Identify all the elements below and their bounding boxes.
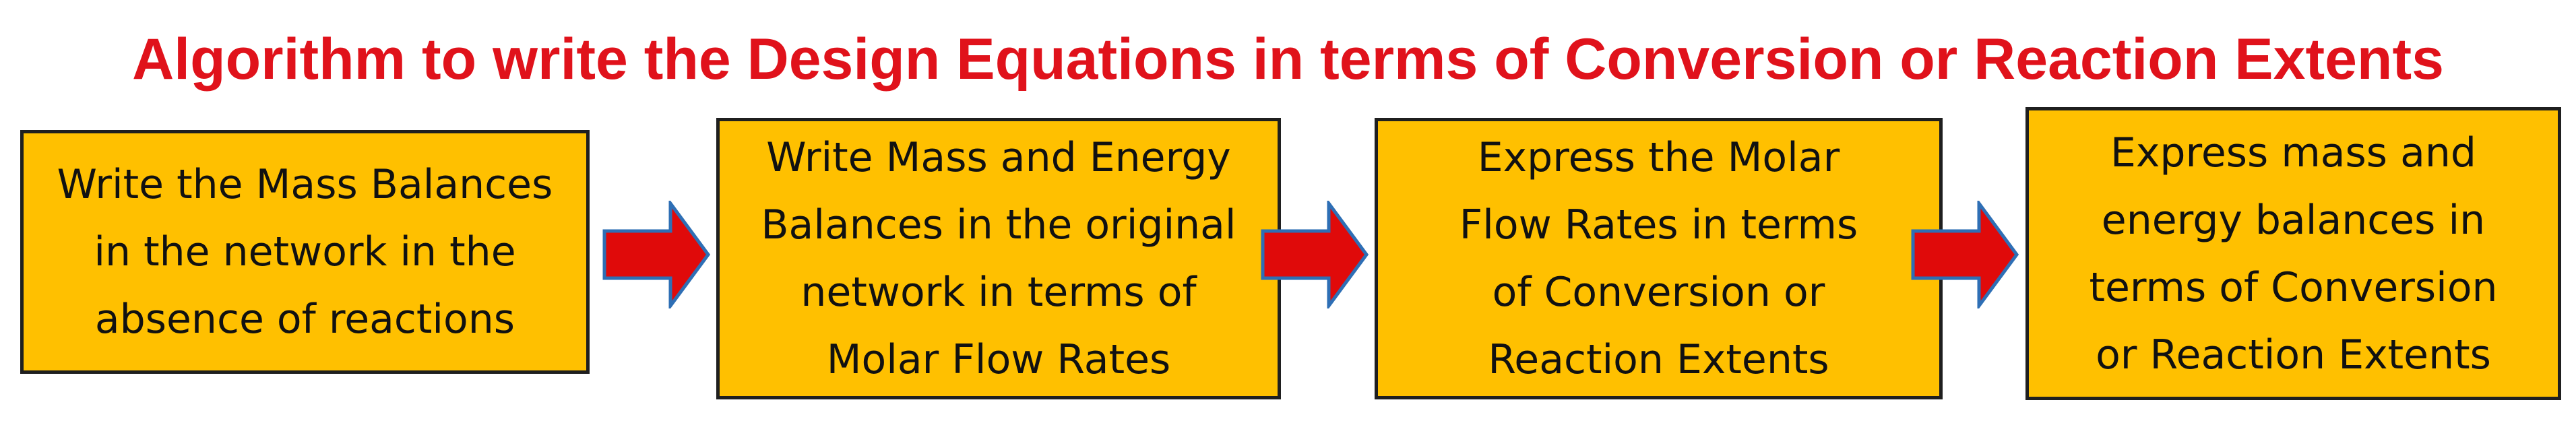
step-3-line-1: Express the Molar — [1477, 134, 1840, 181]
step-3-text: Express the Molar Flow Rates in terms of… — [1459, 124, 1858, 393]
step-1-line-2: in the network in the — [94, 228, 516, 275]
step-2-line-2: Balances in the original — [761, 201, 1236, 249]
right-arrow-icon — [1261, 201, 1369, 308]
step-2-line-1: Write Mass and Energy — [766, 134, 1231, 181]
step-2-box: Write Mass and Energy Balances in the or… — [716, 118, 1281, 399]
step-4-line-2: energy balances in — [2101, 196, 2486, 244]
step-2-line-4: Molar Flow Rates — [826, 336, 1171, 383]
right-arrow-icon — [1911, 201, 2019, 308]
step-2-text: Write Mass and Energy Balances in the or… — [761, 124, 1236, 393]
step-1-box: Write the Mass Balances in the network i… — [20, 130, 590, 374]
step-4-line-1: Express mass and — [2110, 129, 2477, 176]
step-3-line-4: Reaction Extents — [1488, 336, 1829, 383]
step-4-line-3: terms of Conversion — [2089, 263, 2498, 311]
step-1-text: Write the Mass Balances in the network i… — [57, 151, 553, 353]
step-3-box: Express the Molar Flow Rates in terms of… — [1375, 118, 1943, 399]
right-arrow-icon — [602, 201, 711, 308]
step-1-line-3: absence of reactions — [94, 296, 515, 343]
step-4-box: Express mass and energy balances in term… — [2025, 107, 2561, 400]
step-4-text: Express mass and energy balances in term… — [2089, 119, 2497, 389]
step-1-line-1: Write the Mass Balances — [57, 161, 553, 208]
step-3-line-3: of Conversion or — [1492, 269, 1825, 316]
diagram-title: Algorithm to write the Design Equations … — [132, 27, 2444, 92]
step-3-line-2: Flow Rates in terms — [1459, 201, 1858, 249]
step-2-line-3: network in terms of — [800, 269, 1197, 316]
step-4-line-4: or Reaction Extents — [2096, 331, 2491, 379]
